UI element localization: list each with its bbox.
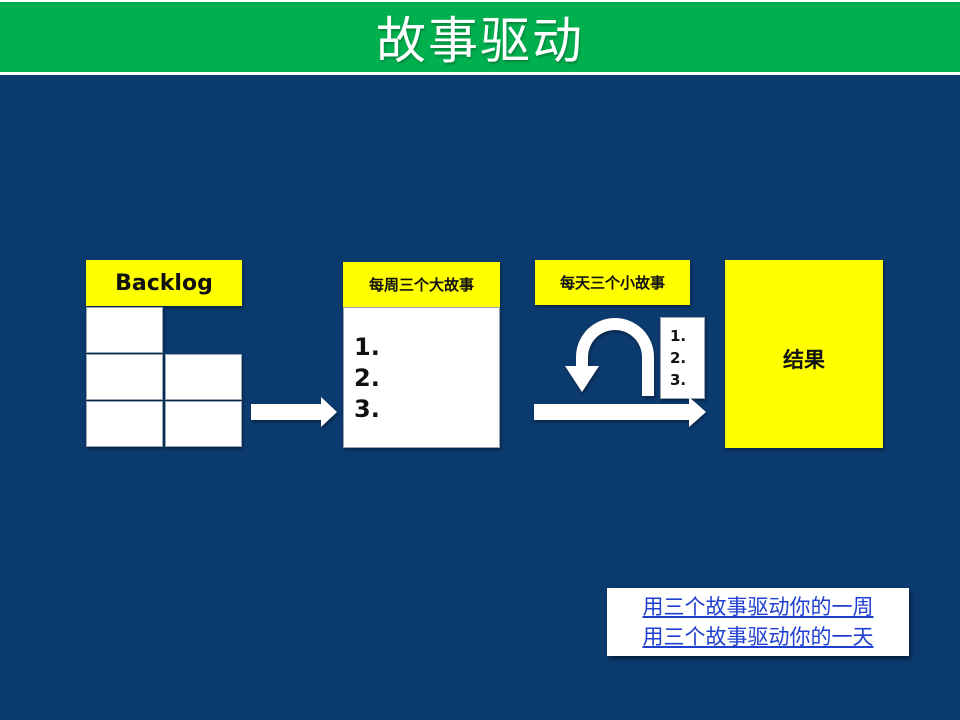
backlog-label: Backlog (86, 260, 242, 306)
list-item: 1. (670, 327, 687, 345)
title-bar: 故事驱动 (0, 0, 960, 75)
summary-link-day[interactable]: 用三个故事驱动你的一天 (642, 625, 874, 649)
daily-stories-list-box: 1. 2. 3. (660, 317, 705, 399)
loop-arrow-icon (565, 318, 654, 396)
result-label: 结果 (783, 348, 825, 372)
result-box: 结果 (725, 260, 883, 448)
weekly-stories-list-box: 1. 2. 3. (343, 307, 500, 448)
backlog-cell (165, 401, 242, 447)
backlog-cell (86, 354, 163, 400)
list-item: 3. (354, 395, 380, 423)
daily-stories-list: 1. 2. 3. (670, 325, 704, 391)
right-arrow-icon (534, 397, 706, 427)
backlog-cell (86, 307, 163, 353)
weekly-stories-label-text: 每周三个大故事 (368, 276, 474, 294)
daily-stories-label: 每天三个小故事 (535, 260, 690, 305)
backlog-cell (165, 354, 242, 400)
summary-box: 用三个故事驱动你的一周 用三个故事驱动你的一天 (607, 588, 909, 656)
weekly-stories-list: 1. 2. 3. (354, 332, 499, 425)
weekly-stories-label: 每周三个大故事 (343, 262, 500, 307)
list-item: 1. (354, 333, 380, 361)
summary-link-week[interactable]: 用三个故事驱动你的一周 (642, 595, 874, 619)
page-title: 故事驱动 (376, 12, 584, 70)
backlog-label-text: Backlog (115, 270, 213, 296)
list-item: 2. (354, 364, 380, 392)
daily-stories-label-text: 每天三个小故事 (559, 274, 665, 292)
backlog-cell (86, 401, 163, 447)
list-item: 2. (670, 349, 687, 367)
list-item: 3. (670, 371, 687, 389)
right-arrow-icon (251, 397, 337, 427)
